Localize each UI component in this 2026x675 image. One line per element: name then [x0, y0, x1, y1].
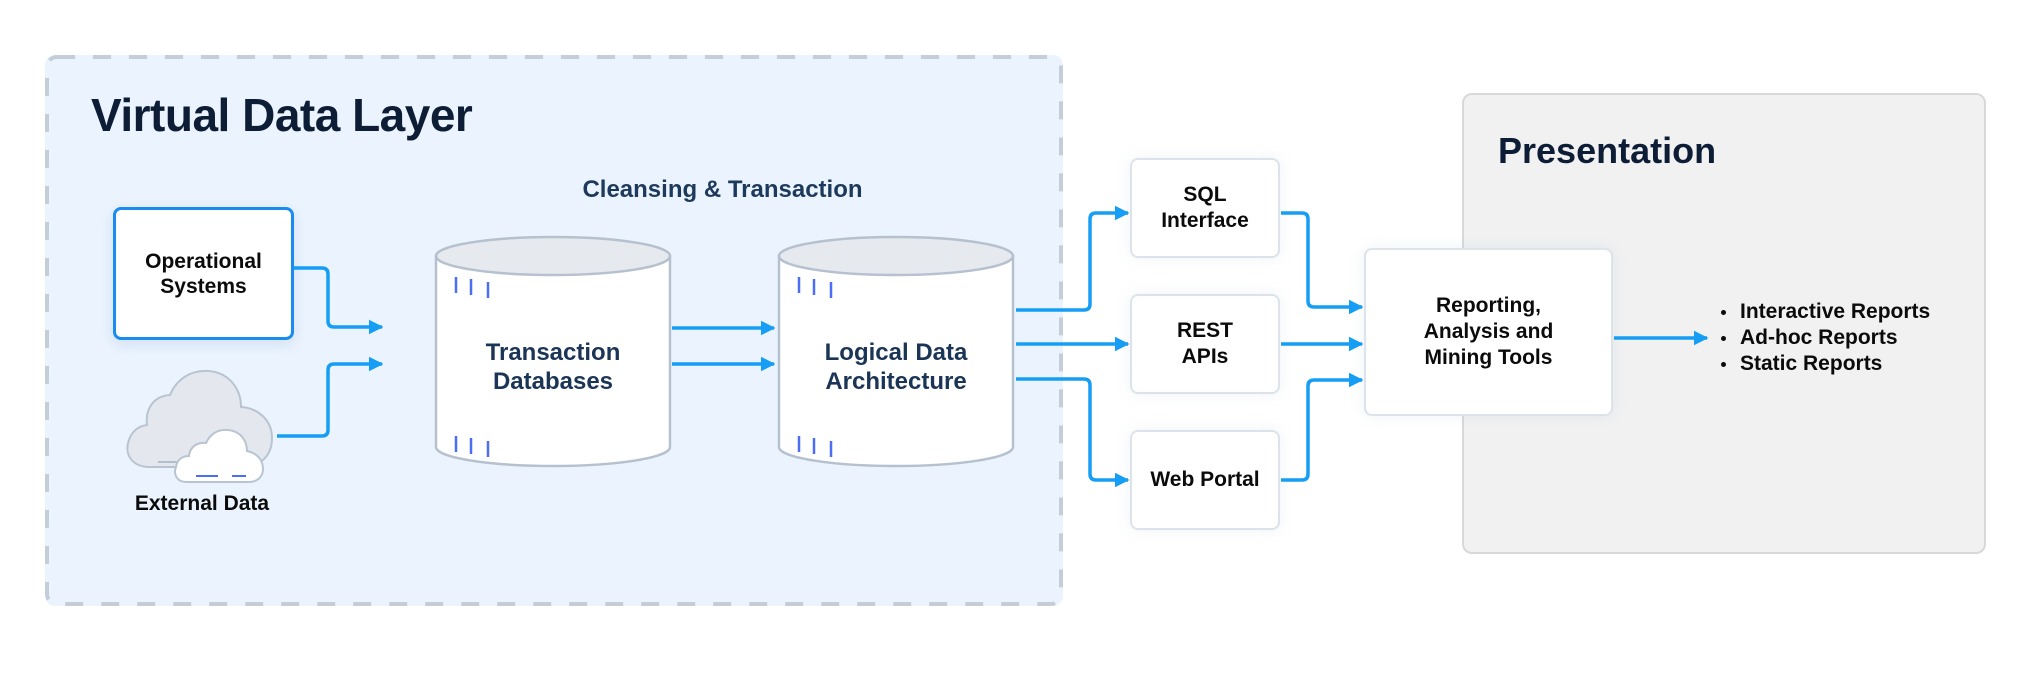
rest-apis-line2: APIs: [1181, 345, 1229, 368]
external-data-label: External Data: [134, 492, 270, 515]
transaction-databases-label: Transaction Databases: [436, 338, 670, 396]
db-ticks-bottom: [454, 436, 490, 457]
bullet-icon: [1721, 361, 1726, 367]
report-types-list: Interactive Reports Ad-hoc Reports Stati…: [1718, 299, 1930, 377]
transaction-databases-line2: Databases: [492, 368, 614, 395]
presentation-title: Presentation: [1498, 130, 1717, 171]
operational-systems-line2: Systems: [160, 274, 247, 298]
web-portal-label: Web Portal: [1150, 468, 1260, 491]
db-ticks-top: [454, 277, 490, 298]
sql-interface-node[interactable]: SQL Interface: [1130, 158, 1280, 258]
web-portal-node[interactable]: Web Portal: [1130, 430, 1280, 530]
list-item: Interactive Reports: [1718, 299, 1930, 325]
database-icon[interactable]: [430, 232, 680, 474]
report-type-static: Static Reports: [1740, 352, 1883, 375]
database-icon[interactable]: [773, 232, 1023, 474]
cleansing-transaction-label: Cleansing & Transaction: [582, 176, 863, 203]
virtual-data-layer-dashed-border: [45, 55, 1063, 606]
list-item: Static Reports: [1718, 351, 1930, 377]
logical-data-architecture-line2: Architecture: [825, 368, 967, 395]
reporting-tools-line3: Mining Tools: [1424, 346, 1553, 369]
reporting-tools-line1: Reporting,: [1436, 294, 1541, 317]
transaction-databases-line1: Transaction: [485, 339, 621, 366]
reporting-tools-node[interactable]: Reporting, Analysis and Mining Tools: [1364, 248, 1613, 416]
report-type-adhoc: Ad-hoc Reports: [1740, 326, 1898, 349]
sql-interface-line2: Interface: [1161, 209, 1249, 232]
bullet-icon: [1721, 309, 1726, 315]
list-item: Ad-hoc Reports: [1718, 325, 1930, 351]
bullet-icon: [1721, 335, 1726, 341]
arrow-web-to-reporting: [1281, 372, 1364, 482]
logical-data-architecture-label: Logical Data Architecture: [779, 338, 1013, 396]
report-type-interactive: Interactive Reports: [1740, 300, 1931, 323]
logical-data-architecture-line1: Logical Data: [824, 339, 968, 366]
operational-systems-line1: Operational: [145, 249, 262, 273]
operational-systems-node[interactable]: Operational Systems: [113, 207, 294, 340]
cloud-icon: [126, 369, 274, 483]
arrow-sql-to-reporting: [1281, 211, 1364, 315]
db-ticks-top: [797, 277, 833, 298]
virtual-data-layer-title: Virtual Data Layer: [91, 89, 473, 141]
sql-interface-line1: SQL: [1183, 183, 1227, 206]
rest-apis-node[interactable]: REST APIs: [1130, 294, 1280, 394]
db-ticks-bottom: [797, 436, 833, 457]
cloud-front-icon: [174, 428, 265, 483]
rest-apis-line1: REST: [1176, 319, 1233, 342]
reporting-tools-line2: Analysis and: [1423, 320, 1554, 343]
